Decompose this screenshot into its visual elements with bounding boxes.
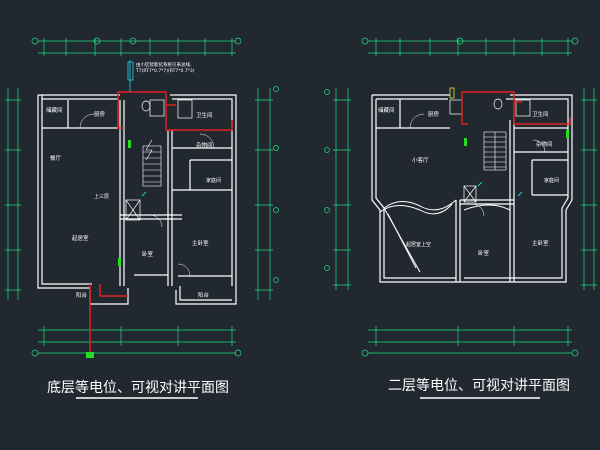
left-shafts [125,99,193,221]
left-caption: 底层等电位、可视对讲平面图 [47,379,229,396]
right-bottom-dimensions [361,326,579,357]
right-label-master: 主卧室 [532,239,549,247]
right-top-dimensions [361,37,579,56]
left-label-master: 主卧室 [192,239,209,247]
left-label-balcony: 阳台 [198,291,210,299]
left-label-storage: 杂物间 [196,141,213,149]
left-meter-box [86,352,94,358]
left-label-living: 起居室 [72,234,89,242]
left-label-porch: 阳台 [76,291,88,299]
right-caption: 二层等电位、可视对讲平面图 [388,377,570,394]
right-side-dimensions [324,88,597,290]
right-label-bathroom: 卫生间 [532,110,549,118]
right-cable-route [461,91,571,125]
right-label-bedroom: 卧室 [478,249,490,257]
right-label-family: 家庭间 [544,177,559,184]
left-doors [79,113,215,277]
left-side-dimensions [5,86,279,300]
right-markers [449,87,569,197]
left-note-line1: 由小区智能化系统引来总线, [136,61,191,68]
left-label-family: 家庭间 [206,177,221,184]
left-cable-route [89,91,233,358]
left-label-bedroom: 卧室 [142,250,154,258]
right-doors [409,113,546,217]
right-walls [371,94,573,283]
left-note-line2: T7(RT7*0.7*7)(RT7*0.7*3) [135,68,195,74]
left-floor-plan: 由小区智能化系统引来总线, T7(RT7*0.7*7)(RT7*0.7*3) 储… [5,37,279,399]
right-label-small-hall: 小客厅 [412,156,429,164]
right-label-void: 起居室上空 [406,241,431,248]
left-label-hall-entry: 储藏间 [46,106,63,114]
left-label-stairs-up: 上三层 [94,193,109,200]
left-label-kitchen: 厨房 [94,110,106,118]
right-void-outline [379,199,511,273]
left-walls [37,94,237,305]
right-floor-plan: 储藏间 厨房 小客厅 卫生间 杂物间 家庭间 起居室上空 卧室 主卧室 二层等电… [324,37,597,399]
left-top-dimensions [31,37,242,56]
left-stairs [142,139,162,187]
right-label-kitchen: 厨房 [428,110,440,118]
left-bottom-dimensions [31,326,242,357]
right-stairs [483,131,507,171]
right-label-room-a: 储藏间 [378,106,395,114]
right-label-storage: 杂物间 [536,140,553,148]
left-label-bathroom: 卫生间 [196,111,213,119]
left-markers [118,60,147,266]
left-label-dining: 餐厅 [50,154,62,162]
